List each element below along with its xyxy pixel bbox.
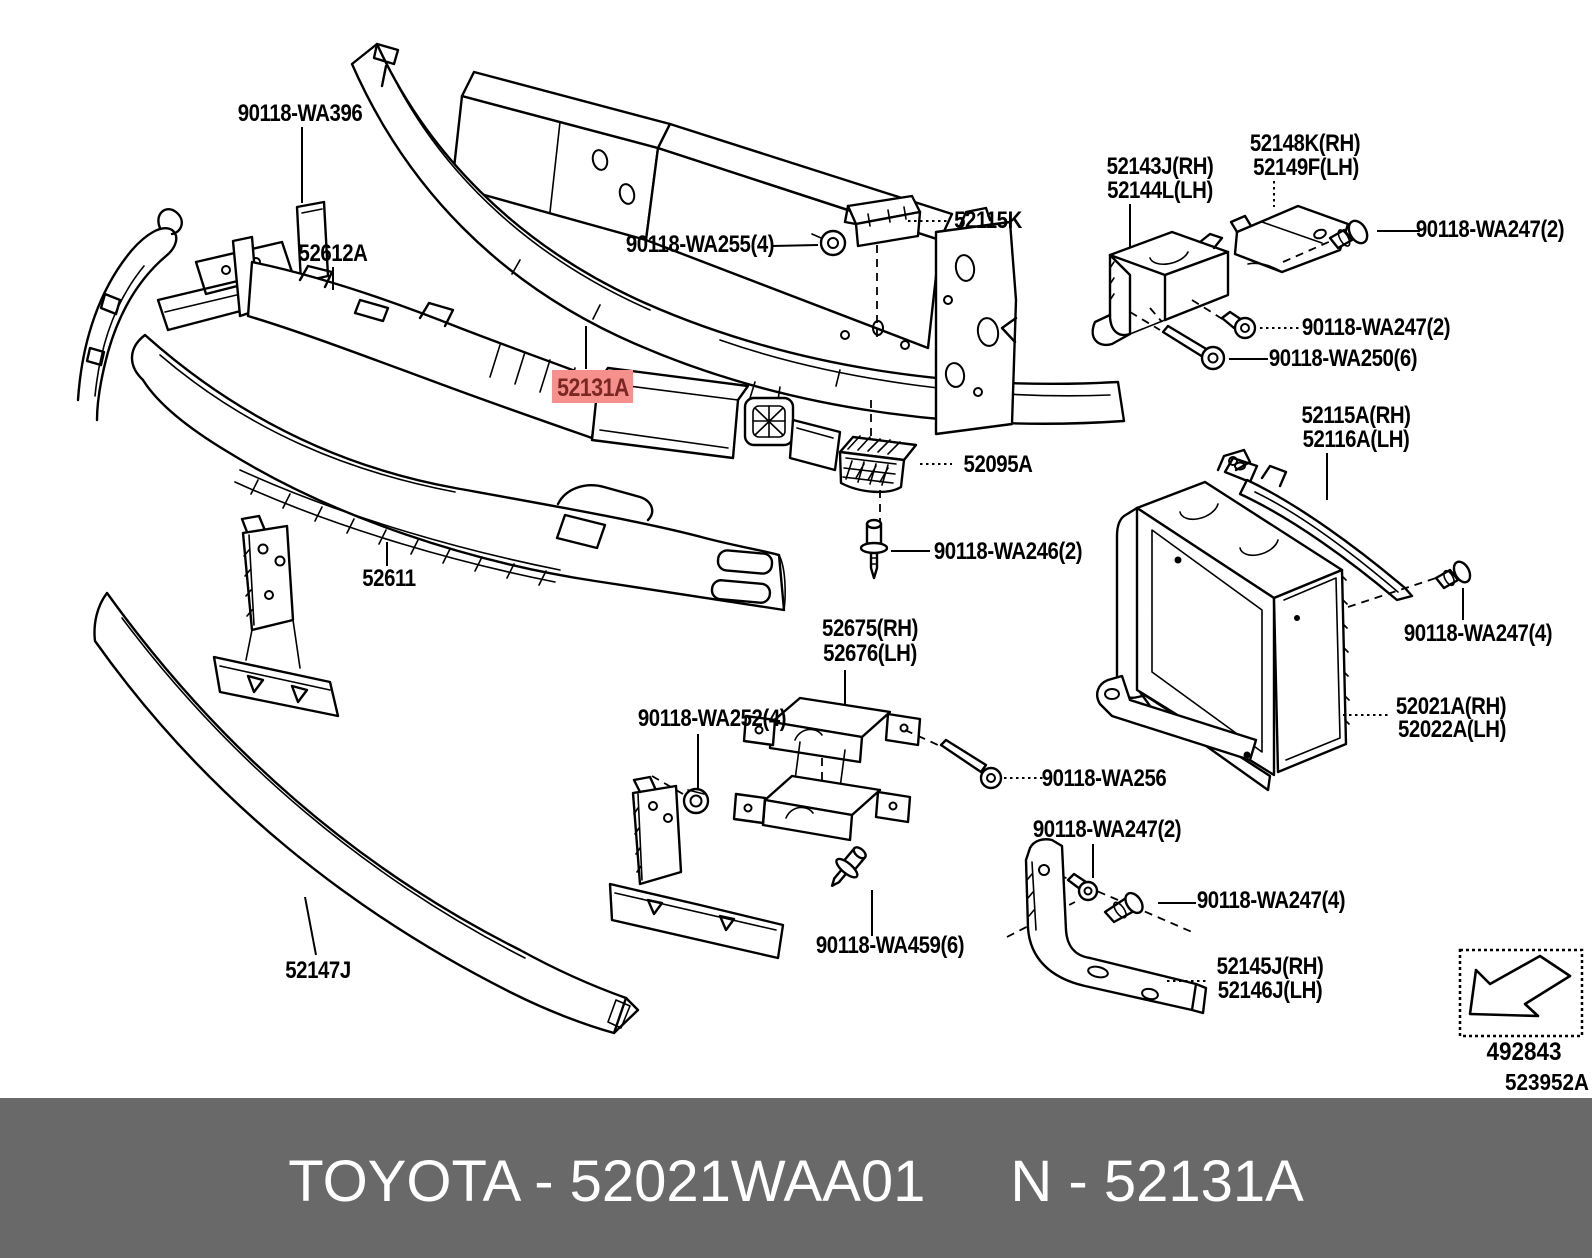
footer-banner: TOYOTA - 52021WAA01 N - 52131A [0,1098,1592,1258]
rivet-90118wa246-drawing [859,518,889,580]
part-label-90118-wa396: 90118-WA396 [238,99,363,126]
fan-mount-drawing [743,381,842,472]
footer-figure-ref: N - 52131A [1010,1148,1304,1214]
highlight-52131a: 52131A [552,370,633,403]
bar-bracket-front-drawing [212,514,340,718]
part-label-52116a: 52116A(LH) [1303,425,1410,452]
part-label-52611: 52611 [362,564,416,591]
bolt-90118wa255-drawing [811,229,847,257]
part-label-90118-wa256: 90118-WA256 [1042,764,1167,791]
part-label-52021a: 52021A(RH) [1396,692,1506,719]
bracket-52115k-drawing [843,194,922,248]
part-label-90118-wa247-bottom4: 90118-WA247(4) [1197,886,1345,913]
part-label-52675: 52675(RH) [822,614,918,641]
beam-52611-drawing [130,333,786,612]
highlight-box [552,370,633,403]
part-label-90118-wa246: 90118-WA246(2) [934,537,1082,564]
bolt-90118wa247-right4-drawing [1347,560,1472,608]
part-label-52612a: 52612A [299,239,368,266]
part-label-52149f: 52149F(LH) [1253,153,1359,180]
part-label-90118-wa247-bottommid: 90118-WA247(2) [1033,815,1181,842]
part-label-52147j: 52147J [285,956,351,983]
part-label-52143j: 52143J(RH) [1107,152,1214,179]
module-box-52021a-drawing [1096,448,1350,792]
bolt-90118wa247-lower4-drawing [1103,891,1144,924]
part-label-90118-wa252: 90118-WA252(4) [638,704,786,731]
bolt-90118wa247-midright-drawing [1191,299,1257,340]
direction-ref-code: 492843 [1486,1038,1561,1066]
parts-diagram-canvas: 52131A 90118-WA396 52612A 90118-WA255(4)… [76,42,1589,1095]
clip-90118wa252-drawing [651,775,710,815]
stay-52675-drawing [732,696,922,842]
direction-box-border [1458,948,1584,1038]
block-52095a-drawing [838,435,918,494]
absorber-52612a-drawing [231,235,750,460]
bolt-90118wa256-drawing [904,729,1003,790]
bar-52147j-drawing [93,514,785,1035]
bolt-90118wa250-drawing [1129,311,1226,371]
bracket-52148k-drawing [1229,204,1350,274]
part-label-52145j: 52145J(RH) [1217,952,1324,979]
direction-arrow-icon [1468,954,1572,1018]
bolt-90118wa247-topright-drawing [1282,219,1369,263]
bolt-90118wa247-lower2-drawing [1066,872,1099,902]
part-label-90118-wa255: 90118-WA255(4) [626,230,774,257]
bar-bracket-rear-drawing [608,775,785,960]
direction-ref-box: 492843 [1458,948,1584,1066]
frame-rail-end-plate-drawing [934,206,1018,436]
part-label-90118-wa459: 90118-WA459(6) [816,931,964,958]
part-label-52115a: 52115A(RH) [1301,401,1410,428]
part-label-90118-wa247-right4: 90118-WA247(4) [1404,619,1552,646]
reinforcement-beam-52131a-drawing [350,42,1126,425]
sheet-code: 523952A [1505,1069,1589,1095]
bracket-52143j-drawing [1091,230,1230,347]
bracket-52145j-drawing [1006,838,1208,1015]
part-label-90118-wa247-midright: 90118-WA247(2) [1302,313,1450,340]
part-label-90118-wa247-topright: 90118-WA247(2) [1416,215,1564,242]
part-label-52676: 52676(LH) [823,639,917,666]
footer-part-number: TOYOTA - 52021WAA01 [288,1148,926,1214]
part-label-52115k: 52115K [954,206,1022,233]
part-label-52095a: 52095A [964,450,1033,477]
part-label-52144l: 52144L(LH) [1107,176,1213,203]
part-label-52022a: 52022A(LH) [1398,715,1506,742]
leader-lines [301,127,1464,982]
part-label-90118-wa250: 90118-WA250(6) [1269,344,1417,371]
part-label-52146j: 52146J(LH) [1218,976,1323,1003]
part-label-52131a-highlighted: 52131A [557,373,630,401]
part-labels: 90118-WA396 52612A 90118-WA255(4) 52115K… [238,99,1565,1003]
rivet-90118wa459-drawing [830,846,867,887]
part-label-52148k: 52148K(RH) [1250,129,1360,156]
assembly-dashed-lines [870,245,1163,522]
